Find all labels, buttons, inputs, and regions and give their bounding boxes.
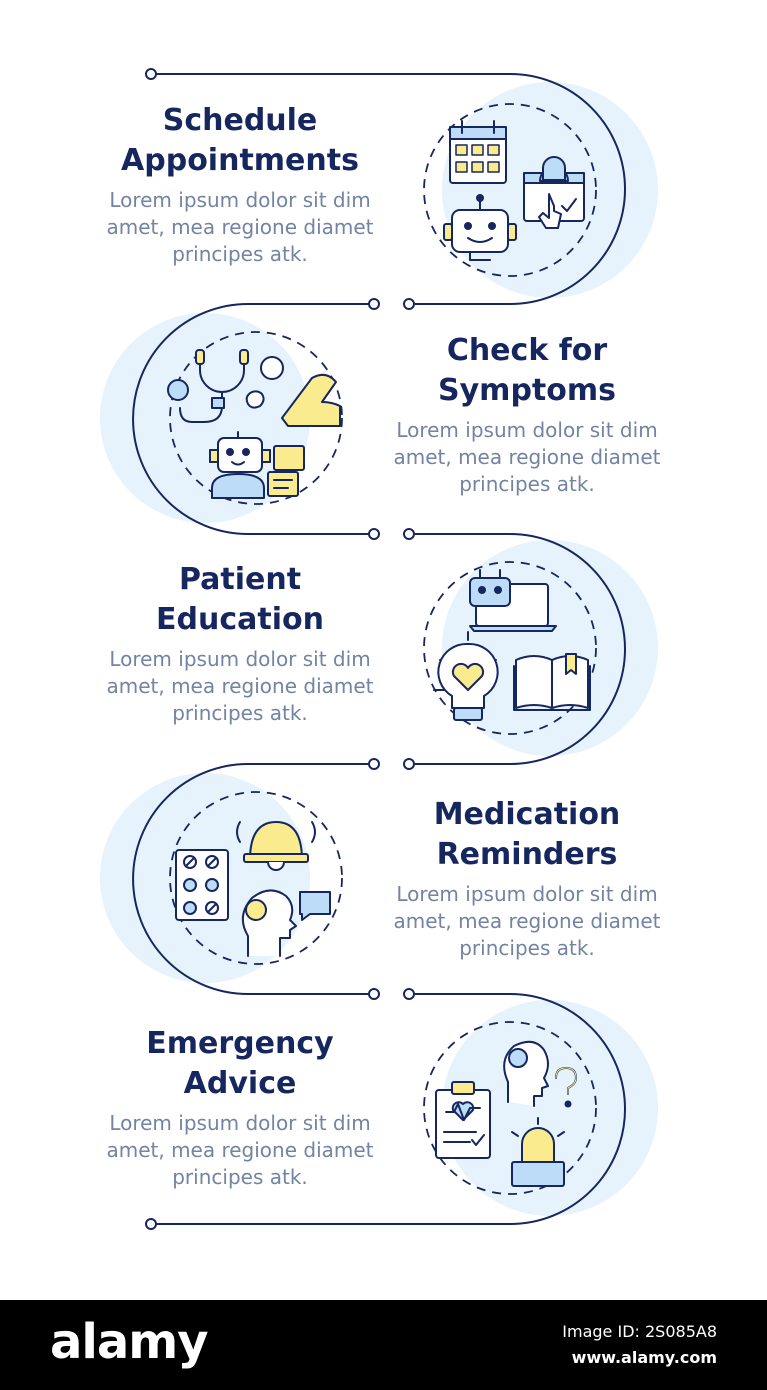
stock-watermark-bar: alamy Image ID: 2S085A8 www.alamy.com [0, 1300, 767, 1390]
head-speech-icon [241, 889, 331, 957]
connector-line-3 [415, 533, 626, 765]
heart-lightbulb-icon [433, 631, 499, 721]
connector-line-2 [132, 303, 368, 535]
connector-dot [145, 1218, 157, 1230]
alamy-logo: alamy [50, 1314, 209, 1370]
connector-dot [368, 758, 380, 770]
head-question-icon [503, 1040, 577, 1108]
stethoscope-icon [167, 349, 249, 423]
site-url: www.alamy.com [571, 1348, 717, 1367]
robot-laptop-icon [469, 569, 557, 632]
siren-icon [511, 1117, 565, 1187]
step-5-backdrop [442, 1000, 658, 1216]
chatbot-icon [443, 194, 517, 261]
timeline-graphic [100, 68, 658, 1230]
step-2-dashed-ring [169, 331, 343, 505]
bell-icon [236, 821, 316, 871]
notification-bell-icon [523, 156, 585, 229]
cough-icon [245, 356, 341, 427]
step-1-dashed-ring [423, 103, 597, 277]
connector-line-4 [132, 763, 368, 995]
step-5-dashed-ring [423, 1021, 597, 1195]
connector-line-5 [156, 993, 626, 1225]
clipboard-heart-icon [435, 1081, 491, 1159]
connector-dot [403, 988, 415, 1000]
step-3-dashed-ring [423, 561, 597, 735]
chatbot-icon [209, 431, 305, 499]
connector-dot [403, 298, 415, 310]
open-book-icon [513, 653, 591, 711]
connector-line-1 [156, 73, 626, 305]
step-4-dashed-ring [169, 791, 343, 965]
connector-dot [368, 298, 380, 310]
connector-dot [145, 68, 157, 80]
connector-dot [403, 758, 415, 770]
image-id: Image ID: 2S085A8 [562, 1322, 717, 1341]
connector-dot [403, 528, 415, 540]
connector-dot [368, 988, 380, 1000]
pill-blister-icon [175, 849, 229, 921]
calendar-icon [449, 120, 507, 184]
connector-dot [368, 528, 380, 540]
